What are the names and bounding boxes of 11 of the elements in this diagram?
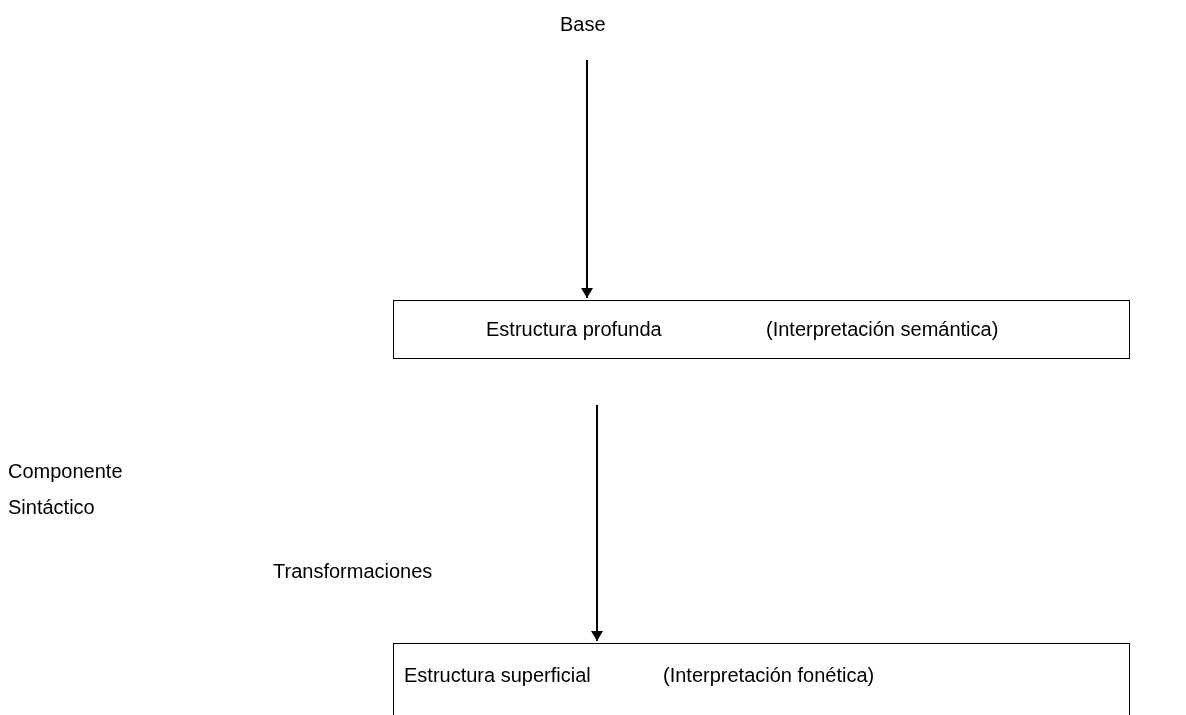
box-title: Estructura superficial <box>404 664 591 687</box>
node-label: Base <box>560 13 606 36</box>
box-annotation: (Interpretación fonética) <box>663 664 875 687</box>
box-annotation: (Interpretación semántica) <box>766 318 999 341</box>
side-label: Transformaciones <box>273 559 434 584</box>
side-label: Componente Sintáctico <box>8 459 124 520</box>
arrow <box>591 404 603 642</box>
process-box <box>393 643 1130 715</box>
process-box <box>393 300 1130 359</box>
box-title: Estructura profunda <box>486 318 662 341</box>
arrow <box>581 59 593 299</box>
